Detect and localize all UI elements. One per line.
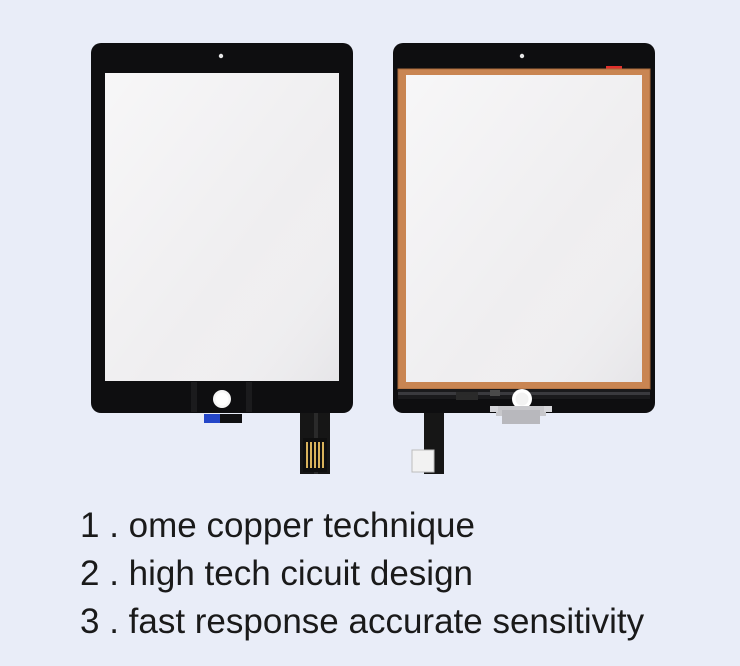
digitizer-front-view <box>90 42 355 477</box>
feature-list: 1 . ome copper technique 2 . high tech c… <box>80 502 720 646</box>
feature-item-circuit: 2 . high tech cicuit design <box>80 554 474 593</box>
feature-item-sensitivity: 3 . fast response accurate sensitivity <box>80 602 645 641</box>
feature-item-copper: 1 . ome copper technique <box>80 506 475 545</box>
digitizer-back-illustration <box>393 43 655 474</box>
digitizer-front-illustration <box>91 43 353 474</box>
digitizer-back-view <box>392 42 657 477</box>
